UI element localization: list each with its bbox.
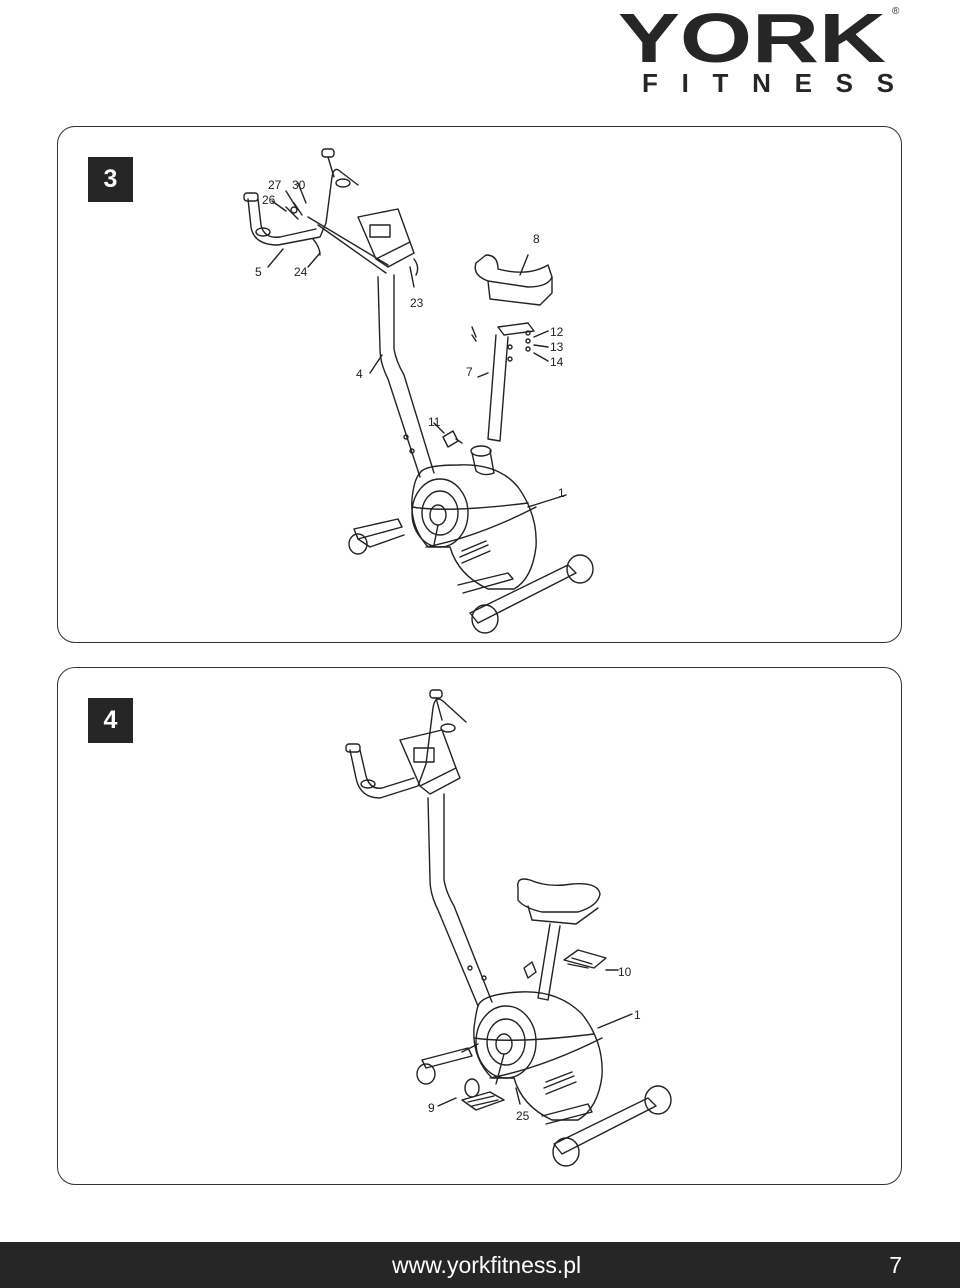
callout-9: 9 bbox=[428, 1101, 435, 1115]
callout-4: 4 bbox=[356, 367, 363, 381]
york-fitness-logo: YORK ® FITNESS bbox=[618, 0, 900, 98]
callout-10: 10 bbox=[618, 965, 632, 979]
page-footer: www.yorkfitness.pl 7 bbox=[0, 1242, 960, 1288]
callout-27: 27 bbox=[268, 178, 282, 192]
step-4-callouts: 10 1 9 25 bbox=[428, 965, 641, 1123]
step-3-panel: 3 bbox=[57, 126, 902, 643]
callout-8: 8 bbox=[533, 232, 540, 246]
bike-assembly-illustration-step-4: 10 1 9 25 bbox=[345, 689, 672, 1167]
callout-13: 13 bbox=[550, 340, 564, 354]
callout-23: 23 bbox=[410, 296, 424, 310]
logo-registered-mark: ® bbox=[892, 6, 900, 17]
callout-1: 1 bbox=[634, 1008, 641, 1022]
logo-sub: FITNESS bbox=[642, 68, 894, 98]
step-number-badge: 4 bbox=[88, 698, 133, 743]
footer-url[interactable]: www.yorkfitness.pl bbox=[392, 1252, 582, 1278]
page-number: 7 bbox=[889, 1252, 902, 1278]
step-number-badge: 3 bbox=[88, 157, 133, 202]
callout-1: 1 bbox=[558, 486, 565, 500]
callout-24: 24 bbox=[294, 265, 308, 279]
callout-12: 12 bbox=[550, 325, 564, 339]
step-4-panel: 4 bbox=[57, 667, 902, 1185]
logo-word: YORK bbox=[618, 0, 886, 77]
callout-26: 26 bbox=[262, 193, 276, 207]
bike-assembly-illustration-step-3: 27 30 26 5 24 23 8 12 13 14 4 7 11 1 bbox=[243, 148, 594, 634]
callout-5: 5 bbox=[255, 265, 262, 279]
callout-30: 30 bbox=[292, 178, 306, 192]
callout-11: 11 bbox=[428, 415, 441, 429]
callout-7: 7 bbox=[466, 365, 473, 379]
callout-25: 25 bbox=[516, 1109, 530, 1123]
step-3-callouts: 27 30 26 5 24 23 8 12 13 14 4 7 11 1 bbox=[255, 178, 565, 500]
callout-14: 14 bbox=[550, 355, 564, 369]
